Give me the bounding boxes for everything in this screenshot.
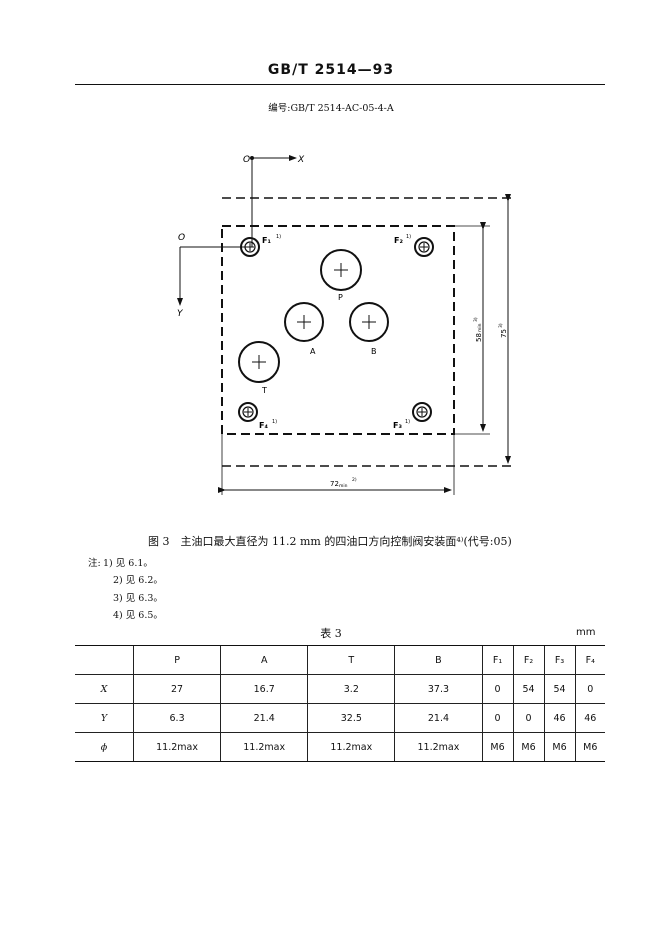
- table-cell: 11.2max: [132, 732, 221, 762]
- table-cell: 37.3: [394, 674, 482, 704]
- dim58-note: 3): [473, 317, 479, 322]
- table-cell: 32.5: [307, 703, 395, 733]
- table-header-cell: A: [220, 645, 308, 675]
- table-header-cell: P: [132, 645, 221, 675]
- bolt-f3-label: F₃: [393, 421, 402, 430]
- port-t-label: T: [261, 386, 267, 395]
- dim75-value: 75: [500, 329, 508, 338]
- table-unit: mm: [576, 627, 596, 638]
- row-label: ϕ: [75, 732, 134, 762]
- dim58-value: 58: [475, 333, 483, 342]
- notes-label: 注:: [88, 558, 101, 569]
- table-cell: 16.7: [220, 674, 308, 704]
- drawing-code: 编号:GB/T 2514-AC-05-4-A: [268, 103, 394, 114]
- figure-caption: 图 3 主油口最大直径为 11.2 mm 的四油口方向控制阀安装面⁴⁾(代号:0…: [148, 535, 512, 548]
- table-cell: 0: [574, 674, 605, 704]
- table-cell: 54: [512, 674, 544, 704]
- table-header-cell: F₂: [512, 645, 544, 675]
- mounting-surface-figure: O X O Y P A B T F₁ 1) F₂ 1): [177, 155, 514, 495]
- table-corner: [75, 645, 134, 675]
- bolt-f2: [414, 237, 434, 257]
- row-label: X: [75, 674, 134, 704]
- origin-top-label: O: [243, 155, 250, 165]
- table-row-diameter: ϕ 11.2max 11.2max 11.2max 11.2max M6 M6 …: [75, 732, 605, 762]
- table-header-cell: F₁: [481, 645, 513, 675]
- table-cell: 11.2max: [394, 732, 482, 762]
- port-b: [349, 302, 389, 342]
- table-cell: 11.2max: [220, 732, 308, 762]
- table-row-x: X 27 16.7 3.2 37.3 0 54 54 0: [75, 674, 605, 704]
- standard-header: GB/T 2514—93: [267, 62, 395, 78]
- bolt-f2-note: 1): [406, 234, 411, 240]
- table-header-cell: F₄: [574, 645, 605, 675]
- table-cell: 0: [481, 703, 513, 733]
- table-cell: 54: [543, 674, 575, 704]
- bolt-f4-label: F₄: [259, 421, 268, 430]
- table-title: 表 3: [320, 627, 342, 640]
- port-t: [238, 341, 280, 383]
- table-cell: 3.2: [307, 674, 395, 704]
- bolt-f3-note: 1): [405, 419, 410, 425]
- table-cell: 27: [132, 674, 221, 704]
- table-cell: 6.3: [132, 703, 221, 733]
- bolt-f1: [240, 237, 260, 257]
- coordinates-table: P A T B F₁ F₂ F₃ F₄ X 27 16.7 3.2 37.3 0…: [75, 645, 605, 762]
- port-b-label: B: [371, 347, 377, 356]
- port-a: [284, 302, 324, 342]
- table-cell: 46: [574, 703, 605, 733]
- origin-left-label: O: [178, 233, 185, 243]
- table-cell: M6: [512, 732, 544, 762]
- table-cell: M6: [574, 732, 605, 762]
- port-p: [320, 249, 362, 291]
- table-header-row: P A T B F₁ F₂ F₃ F₄: [75, 645, 605, 675]
- table-cell: 21.4: [220, 703, 308, 733]
- bolt-f4-note: 1): [272, 419, 277, 425]
- table-cell: M6: [481, 732, 513, 762]
- dim72-note: 2): [352, 477, 357, 483]
- port-p-label: P: [338, 293, 343, 302]
- bolt-f2-label: F₂: [394, 236, 403, 245]
- table-cell: 46: [543, 703, 575, 733]
- y-axis-label: Y: [177, 309, 184, 319]
- note-2: 2) 见 6.2。: [113, 575, 163, 586]
- bolt-f1-note: 1): [276, 234, 281, 240]
- bolt-f1-label: F₁: [262, 236, 271, 245]
- table-cell: 11.2max: [307, 732, 395, 762]
- mounting-outline: [221, 225, 455, 435]
- port-a-label: A: [310, 347, 316, 356]
- dim72-sub: min: [339, 483, 348, 489]
- dim58-sub: min: [477, 323, 483, 332]
- table-cell: M6: [543, 732, 575, 762]
- table-row-y: Y 6.3 21.4 32.5 21.4 0 0 46 46: [75, 703, 605, 733]
- dim75-note: 3): [498, 323, 504, 328]
- bolt-f3: [412, 402, 432, 422]
- table-header-cell: T: [307, 645, 395, 675]
- x-axis-label: X: [297, 155, 305, 165]
- table-cell: 0: [512, 703, 544, 733]
- note-4: 4) 见 6.5。: [113, 610, 163, 621]
- note-1: 1) 见 6.1。: [103, 558, 153, 569]
- table-header-cell: F₃: [543, 645, 575, 675]
- dim72-value: 72: [330, 480, 339, 488]
- note-3: 3) 见 6.3。: [113, 593, 163, 604]
- table-cell: 21.4: [394, 703, 482, 733]
- table-cell: 0: [481, 674, 513, 704]
- row-label: Y: [75, 703, 134, 733]
- header-rule: [75, 84, 605, 85]
- table-header-cell: B: [394, 645, 482, 675]
- bolt-f4: [238, 402, 258, 422]
